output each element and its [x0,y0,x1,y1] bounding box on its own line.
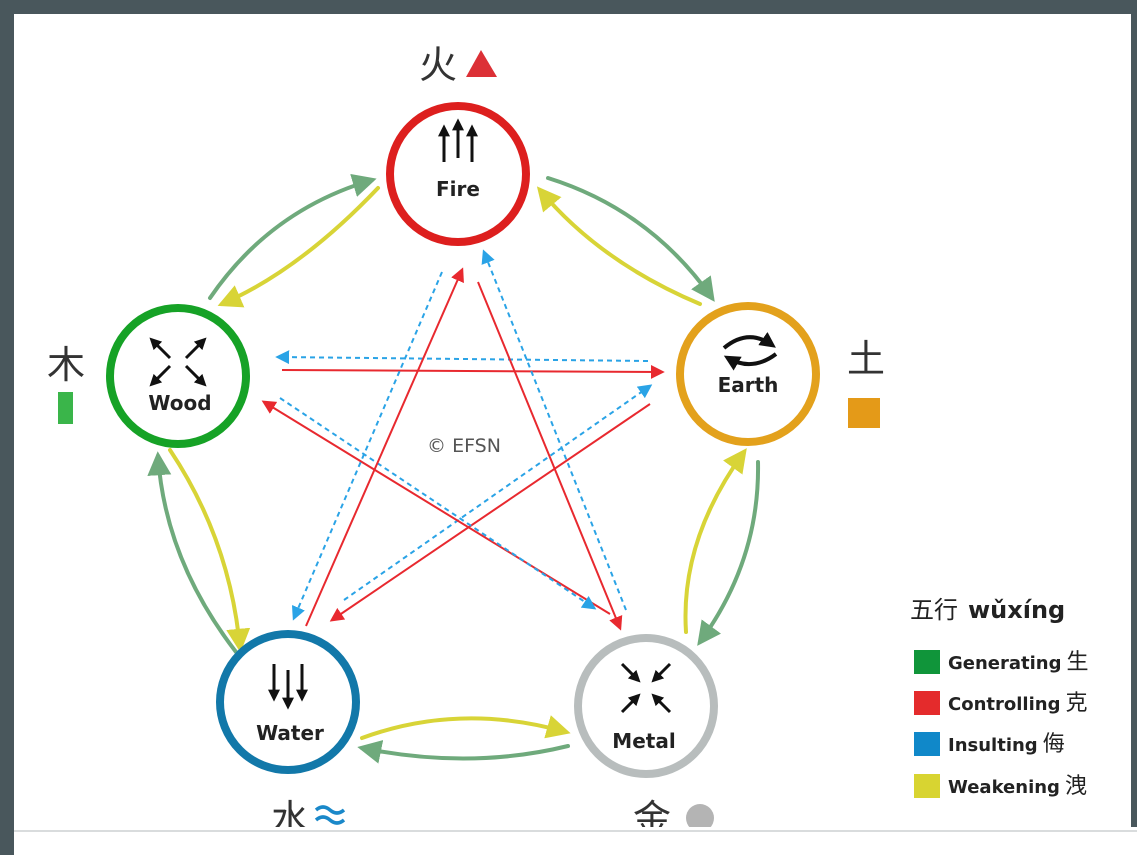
metal-ring [574,634,718,778]
up-arrows-icon [438,118,478,162]
legend-title-pinyin: wǔxíng [968,596,1065,624]
generating-arrow-wood-fire [208,173,377,300]
wood-ring [106,304,250,448]
wood-cn-label: 木 [47,343,85,387]
controlling-arrow-water-fire [305,267,464,627]
down-arrows-icon [268,664,308,710]
legend-item-label-cn: 侮 [1043,732,1065,757]
insulting-arrow-water-earth [343,384,653,601]
controlling-arrow-wood-earth [281,364,665,379]
node-earth: Earth [676,302,820,446]
node-fire: Fire [386,102,530,246]
wood-symbol: 木 [47,343,85,424]
fire-label: Fire [436,177,480,201]
waves-icon [314,805,346,825]
metal-label: Metal [612,729,675,753]
circle-icon [686,804,714,832]
controlling-arrow-fire-metal [477,281,623,631]
cycle-arrows-icon [722,332,778,371]
triangle-icon [466,50,497,77]
insulting-arrow-fire-water [291,271,443,621]
weakening-arrow-metal-earth [683,448,747,634]
earth-cn-label: 土 [847,337,885,381]
bottom-strip [14,827,1137,855]
generating-arrow-earth-metal [697,460,761,646]
controlling-arrow-metal-wood [261,400,611,615]
wuxing-diagram: © EFSN Fire 火 Earth 土 M [47,43,1089,841]
insulting-arrow-metal-fire [481,249,627,611]
legend-item-label-en: Generating [948,653,1062,674]
earth-ring [676,302,820,446]
weakening-arrow-wood-water [168,448,251,653]
weakening-arrow-earth-fire [536,186,702,306]
bar-icon [58,392,73,424]
inner-star [261,249,665,631]
square-icon [848,398,880,428]
generating-arrow-metal-water [357,740,570,764]
fire-ring [386,102,530,246]
fire-symbol: 火 [419,43,497,87]
legend-item-label-cn: 克 [1065,691,1087,716]
legend-item-label-cn: 洩 [1065,774,1087,799]
weakening-arrow-fire-wood [217,186,380,308]
diagram-frame: © EFSN Fire 火 Earth 土 M [14,14,1131,851]
legend-swatch [914,650,940,674]
insulting-arrow-earth-wood [275,350,649,365]
earth-symbol: 土 [847,337,885,428]
outer-cycle [147,173,761,764]
wood-label: Wood [148,391,211,415]
node-wood: Wood [106,304,250,448]
legend-item-label-en: Weakening [948,777,1060,798]
controlling-arrow-earth-water [329,403,651,622]
legend-item-label-cn: 生 [1067,650,1089,675]
legend-item-label-en: Controlling [948,694,1060,715]
legend-title-cn: 五行 [910,596,958,624]
legend-swatch [914,774,940,798]
outward-arrows-icon [149,337,207,387]
node-metal: Metal [574,634,718,778]
legend-item-label-en: Insulting [948,735,1038,756]
inward-arrows-icon [620,662,672,714]
legend-swatch [914,691,940,715]
legend-title: 五行 wǔxíng [910,596,1065,624]
fire-cn-label: 火 [419,43,457,87]
earth-label: Earth [718,373,779,397]
bottom-divider [14,830,1137,832]
generating-arrow-fire-earth [546,176,715,302]
node-water: Water [216,630,360,774]
weakening-arrow-water-metal [360,715,571,740]
generating-arrow-water-wood [147,451,238,654]
legend-swatch [914,732,940,756]
water-label: Water [256,721,324,745]
watermark: © EFSN [427,435,501,457]
